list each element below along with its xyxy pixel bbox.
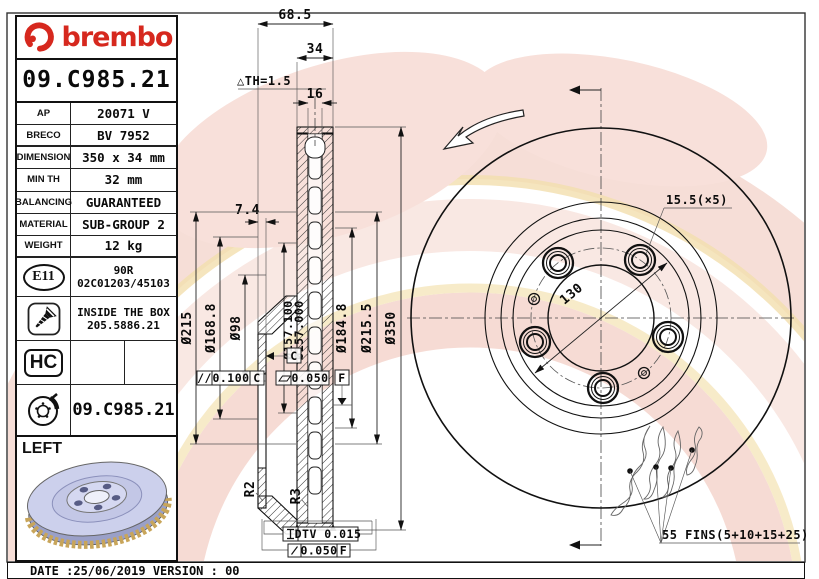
d215-dim: Ø215 bbox=[180, 311, 195, 345]
d157hi-dim: Ø157.100 bbox=[281, 300, 295, 360]
table-row: BALANCING GUARANTEED bbox=[15, 191, 176, 214]
vane-profiles bbox=[308, 151, 322, 495]
th-dim: △TH=1.5 bbox=[237, 74, 291, 88]
view-direction-marker-top bbox=[569, 85, 601, 95]
row-value: SUB-GROUP 2 bbox=[82, 216, 165, 232]
datum-f: F bbox=[333, 369, 352, 406]
screw-icon bbox=[27, 302, 60, 336]
overall-width-dim: 68.5 bbox=[278, 8, 311, 23]
d184-dim: Ø184.8 bbox=[335, 303, 350, 354]
inside-box-line2: 205.5886.21 bbox=[87, 318, 160, 332]
disc-photo-bolt-holes bbox=[74, 483, 121, 511]
row-label: AP bbox=[17, 103, 71, 125]
dtv-icon bbox=[287, 528, 294, 540]
band-width-dim: 34 bbox=[307, 42, 324, 57]
front-view: 130 15.5(×5) 55 FINS(5+10+15+25) bbox=[407, 85, 809, 550]
left-view-box: LEFT bbox=[15, 437, 178, 562]
datum-c-label: C bbox=[290, 349, 297, 363]
runout-datum: F bbox=[340, 544, 347, 558]
r3-label: R3 bbox=[289, 488, 304, 505]
radius-callouts: R2 R3 bbox=[243, 481, 309, 508]
fin-profiles bbox=[610, 425, 703, 516]
row-label: MATERIAL bbox=[17, 213, 71, 235]
fins-callout: 55 FINS(5+10+15+25) bbox=[629, 449, 809, 544]
homologation-line2: 02C01203/45103 bbox=[77, 277, 170, 291]
fins-label: 55 FINS(5+10+15+25) bbox=[662, 528, 809, 542]
cross-section-view: R2 R3 bbox=[243, 96, 334, 535]
table-row: MATERIAL SUB-GROUP 2 bbox=[17, 213, 176, 236]
row-label: WEIGHT bbox=[17, 235, 71, 256]
rotation-direction-arrow bbox=[442, 109, 525, 150]
row-value: BV 7952 bbox=[97, 127, 150, 143]
brand-wordmark: brembo bbox=[61, 21, 174, 53]
runout-value: 0.050 bbox=[300, 544, 337, 558]
section-dimensions: 68.5 34 △TH=1.5 16 7.4 Ø215 Ø168.8 Ø98 bbox=[180, 8, 406, 558]
vent-gap-dim: 16 bbox=[307, 87, 324, 102]
box-part-number: 09.C985.21 bbox=[72, 400, 175, 421]
flange-th-dim: 7.4 bbox=[235, 203, 260, 218]
table-row: MIN TH 32 mm bbox=[17, 169, 176, 192]
screw-row: INSIDE THE BOX 205.5886.21 bbox=[17, 297, 176, 341]
d350-dim: Ø350 bbox=[384, 311, 399, 345]
flatness-icon bbox=[278, 375, 292, 382]
dtv-frame: DTV 0.015 bbox=[263, 520, 373, 542]
parallelism-datum: C bbox=[253, 371, 260, 385]
d168-dim: Ø168.8 bbox=[204, 303, 219, 354]
dtv-value: DTV 0.015 bbox=[295, 527, 362, 541]
row-label: BALANCING bbox=[15, 191, 72, 213]
left-view-label: LEFT bbox=[22, 440, 62, 457]
table-row: BRECO BV 7952 bbox=[17, 125, 176, 148]
flatness-frame: 0.050 bbox=[275, 370, 330, 386]
table-row: DIMENSION 350 x 34 mm bbox=[17, 147, 176, 170]
table-row: WEIGHT 12 kg bbox=[17, 235, 176, 258]
svg-text:15.5(×5): 15.5(×5) bbox=[666, 193, 728, 207]
hc-row: HC bbox=[17, 340, 176, 386]
row-value: 350 x 34 mm bbox=[82, 150, 165, 166]
hc-badge: HC bbox=[23, 348, 64, 377]
brand-header: brembo bbox=[17, 17, 176, 60]
row-label: DIMENSION bbox=[17, 147, 71, 169]
inside-box-line1: INSIDE THE BOX bbox=[77, 305, 170, 319]
row-label: BRECO bbox=[17, 125, 71, 146]
d98-dim: Ø98 bbox=[229, 316, 244, 342]
bolt-circle bbox=[530, 247, 672, 389]
row-value: GUARANTEED bbox=[85, 194, 162, 210]
brembo-logo-icon bbox=[24, 22, 54, 52]
homologation-row: E11 90R 02C01203/45103 bbox=[17, 257, 176, 298]
disc-photo bbox=[24, 461, 172, 549]
part-number: 09.C985.21 bbox=[17, 60, 176, 104]
runout-icon bbox=[291, 546, 298, 555]
flatness-value: 0.050 bbox=[291, 371, 328, 385]
parallelism-value: 0.100 bbox=[212, 371, 249, 385]
row-value: 20071 V bbox=[97, 106, 150, 122]
bolt-hole-dim: 15.5(×5) bbox=[645, 193, 732, 255]
date-bar: DATE :25/06/2019 VERSION : 00 bbox=[7, 562, 805, 579]
e11-badge: E11 bbox=[22, 263, 65, 291]
hc-empty-cells bbox=[71, 340, 176, 385]
runout-frame: 0.050 F bbox=[261, 519, 377, 558]
view-direction-marker-bottom bbox=[569, 540, 601, 550]
datum-c: C bbox=[266, 347, 302, 364]
date-version-text: DATE :25/06/2019 VERSION : 00 bbox=[30, 563, 240, 578]
row-value: 12 kg bbox=[104, 238, 143, 254]
homologation-line1: 90R bbox=[113, 264, 134, 278]
d215-5-dim: Ø215.5 bbox=[360, 303, 375, 354]
title-block: brembo 09.C985.21 AP 20071 V BRECO BV 7952… bbox=[15, 15, 178, 437]
table-row: AP 20071 V bbox=[17, 103, 176, 126]
d157lo-dim: Ø157.000 bbox=[292, 300, 306, 360]
box-part-row: 09.C985.21 bbox=[17, 385, 176, 435]
row-label: MIN TH bbox=[17, 169, 71, 191]
datum-f-label: F bbox=[338, 371, 345, 385]
parallelism-frame: // 0.100 C bbox=[196, 370, 265, 386]
r2-label: R2 bbox=[243, 481, 258, 498]
parallelism-icon: // bbox=[197, 371, 212, 385]
row-value: 32 mm bbox=[104, 172, 143, 188]
disc-caliper-icon bbox=[27, 393, 59, 427]
